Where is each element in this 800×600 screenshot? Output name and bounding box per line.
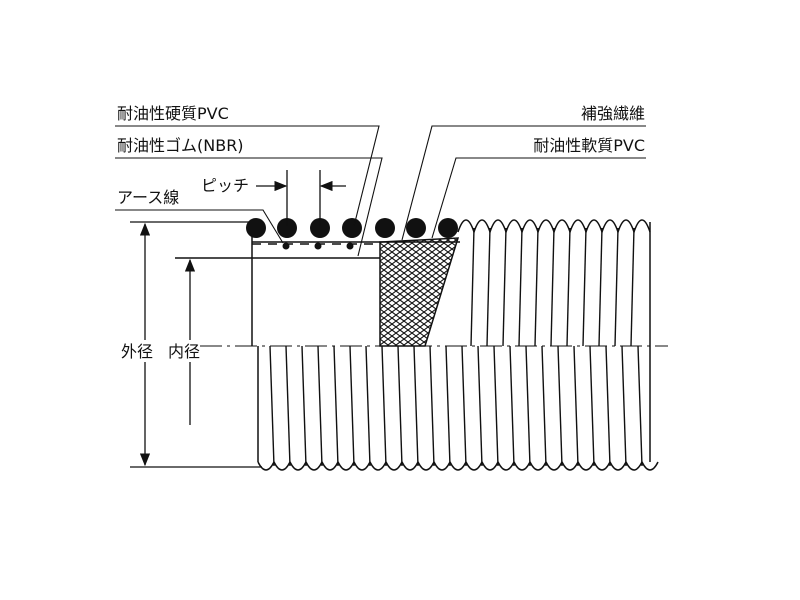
rib-line [614, 227, 619, 347]
rib-line [461, 345, 467, 467]
rib-line [269, 345, 275, 467]
helix-bead [310, 218, 330, 238]
earth-wire-leader [115, 209, 284, 244]
rib-line [333, 345, 339, 467]
rib-line [429, 345, 435, 467]
rib-line [557, 345, 563, 467]
rib-line [550, 227, 555, 347]
rib-line [381, 345, 387, 467]
reinforcing-fiber-leader [401, 125, 646, 241]
nbr-leader [115, 157, 383, 257]
rib-line [486, 227, 491, 347]
label-inner-diameter: 内径 [168, 342, 200, 361]
rib-line [541, 345, 547, 467]
hard-pvc-helix-beads [246, 218, 458, 238]
helix-bead [246, 218, 266, 238]
soft-pvc-leader [431, 157, 646, 239]
rib-line [493, 345, 499, 467]
helix-bead [277, 218, 297, 238]
label-earth-wire: アース線 [117, 188, 179, 207]
label-pitch: ピッチ [201, 176, 249, 195]
rib-line [589, 345, 595, 467]
label-reinforcing-fiber: 補強繊維 [581, 104, 645, 123]
rib-line [413, 345, 419, 467]
rib-line [637, 345, 643, 467]
rib-line [621, 345, 627, 467]
rib-line [518, 227, 523, 347]
helix-bead [406, 218, 426, 238]
rib-line [573, 345, 579, 467]
rib-line [630, 227, 635, 347]
rib-line [365, 345, 371, 467]
reinforcing-fiber-mesh [379, 237, 460, 347]
rib-line [582, 227, 587, 347]
rib-line [525, 345, 531, 467]
helix-bead [342, 218, 362, 238]
rib-line [470, 227, 475, 347]
helix-bead [438, 218, 458, 238]
label-nbr-rubber: 耐油性ゴム(NBR) [117, 136, 244, 155]
hard-pvc-leader [115, 125, 380, 227]
rib-line [349, 345, 355, 467]
helix-bead [375, 218, 395, 238]
rib-line [397, 345, 403, 467]
rib-line [317, 345, 323, 467]
rib-line [301, 345, 307, 467]
rib-line [285, 345, 291, 467]
rib-line [605, 345, 611, 467]
rib-line [509, 345, 515, 467]
rib-line [445, 345, 451, 467]
rib-line [477, 345, 483, 467]
rib-line [502, 227, 507, 347]
earth-wire-dot [282, 242, 290, 250]
rib-line [598, 227, 603, 347]
hose-outer-bottom-edge [257, 460, 659, 471]
label-hard-pvc: 耐油性硬質PVC [117, 104, 229, 123]
hose-ribs [269, 227, 643, 467]
rib-line [534, 227, 539, 347]
earth-wire-dot [346, 242, 354, 250]
rib-line [566, 227, 571, 347]
earth-wire-dot [314, 242, 322, 250]
label-soft-pvc: 耐油性軟質PVC [533, 136, 645, 155]
hose-outer-top-edge [457, 219, 651, 235]
label-outer-diameter: 外径 [121, 342, 153, 361]
